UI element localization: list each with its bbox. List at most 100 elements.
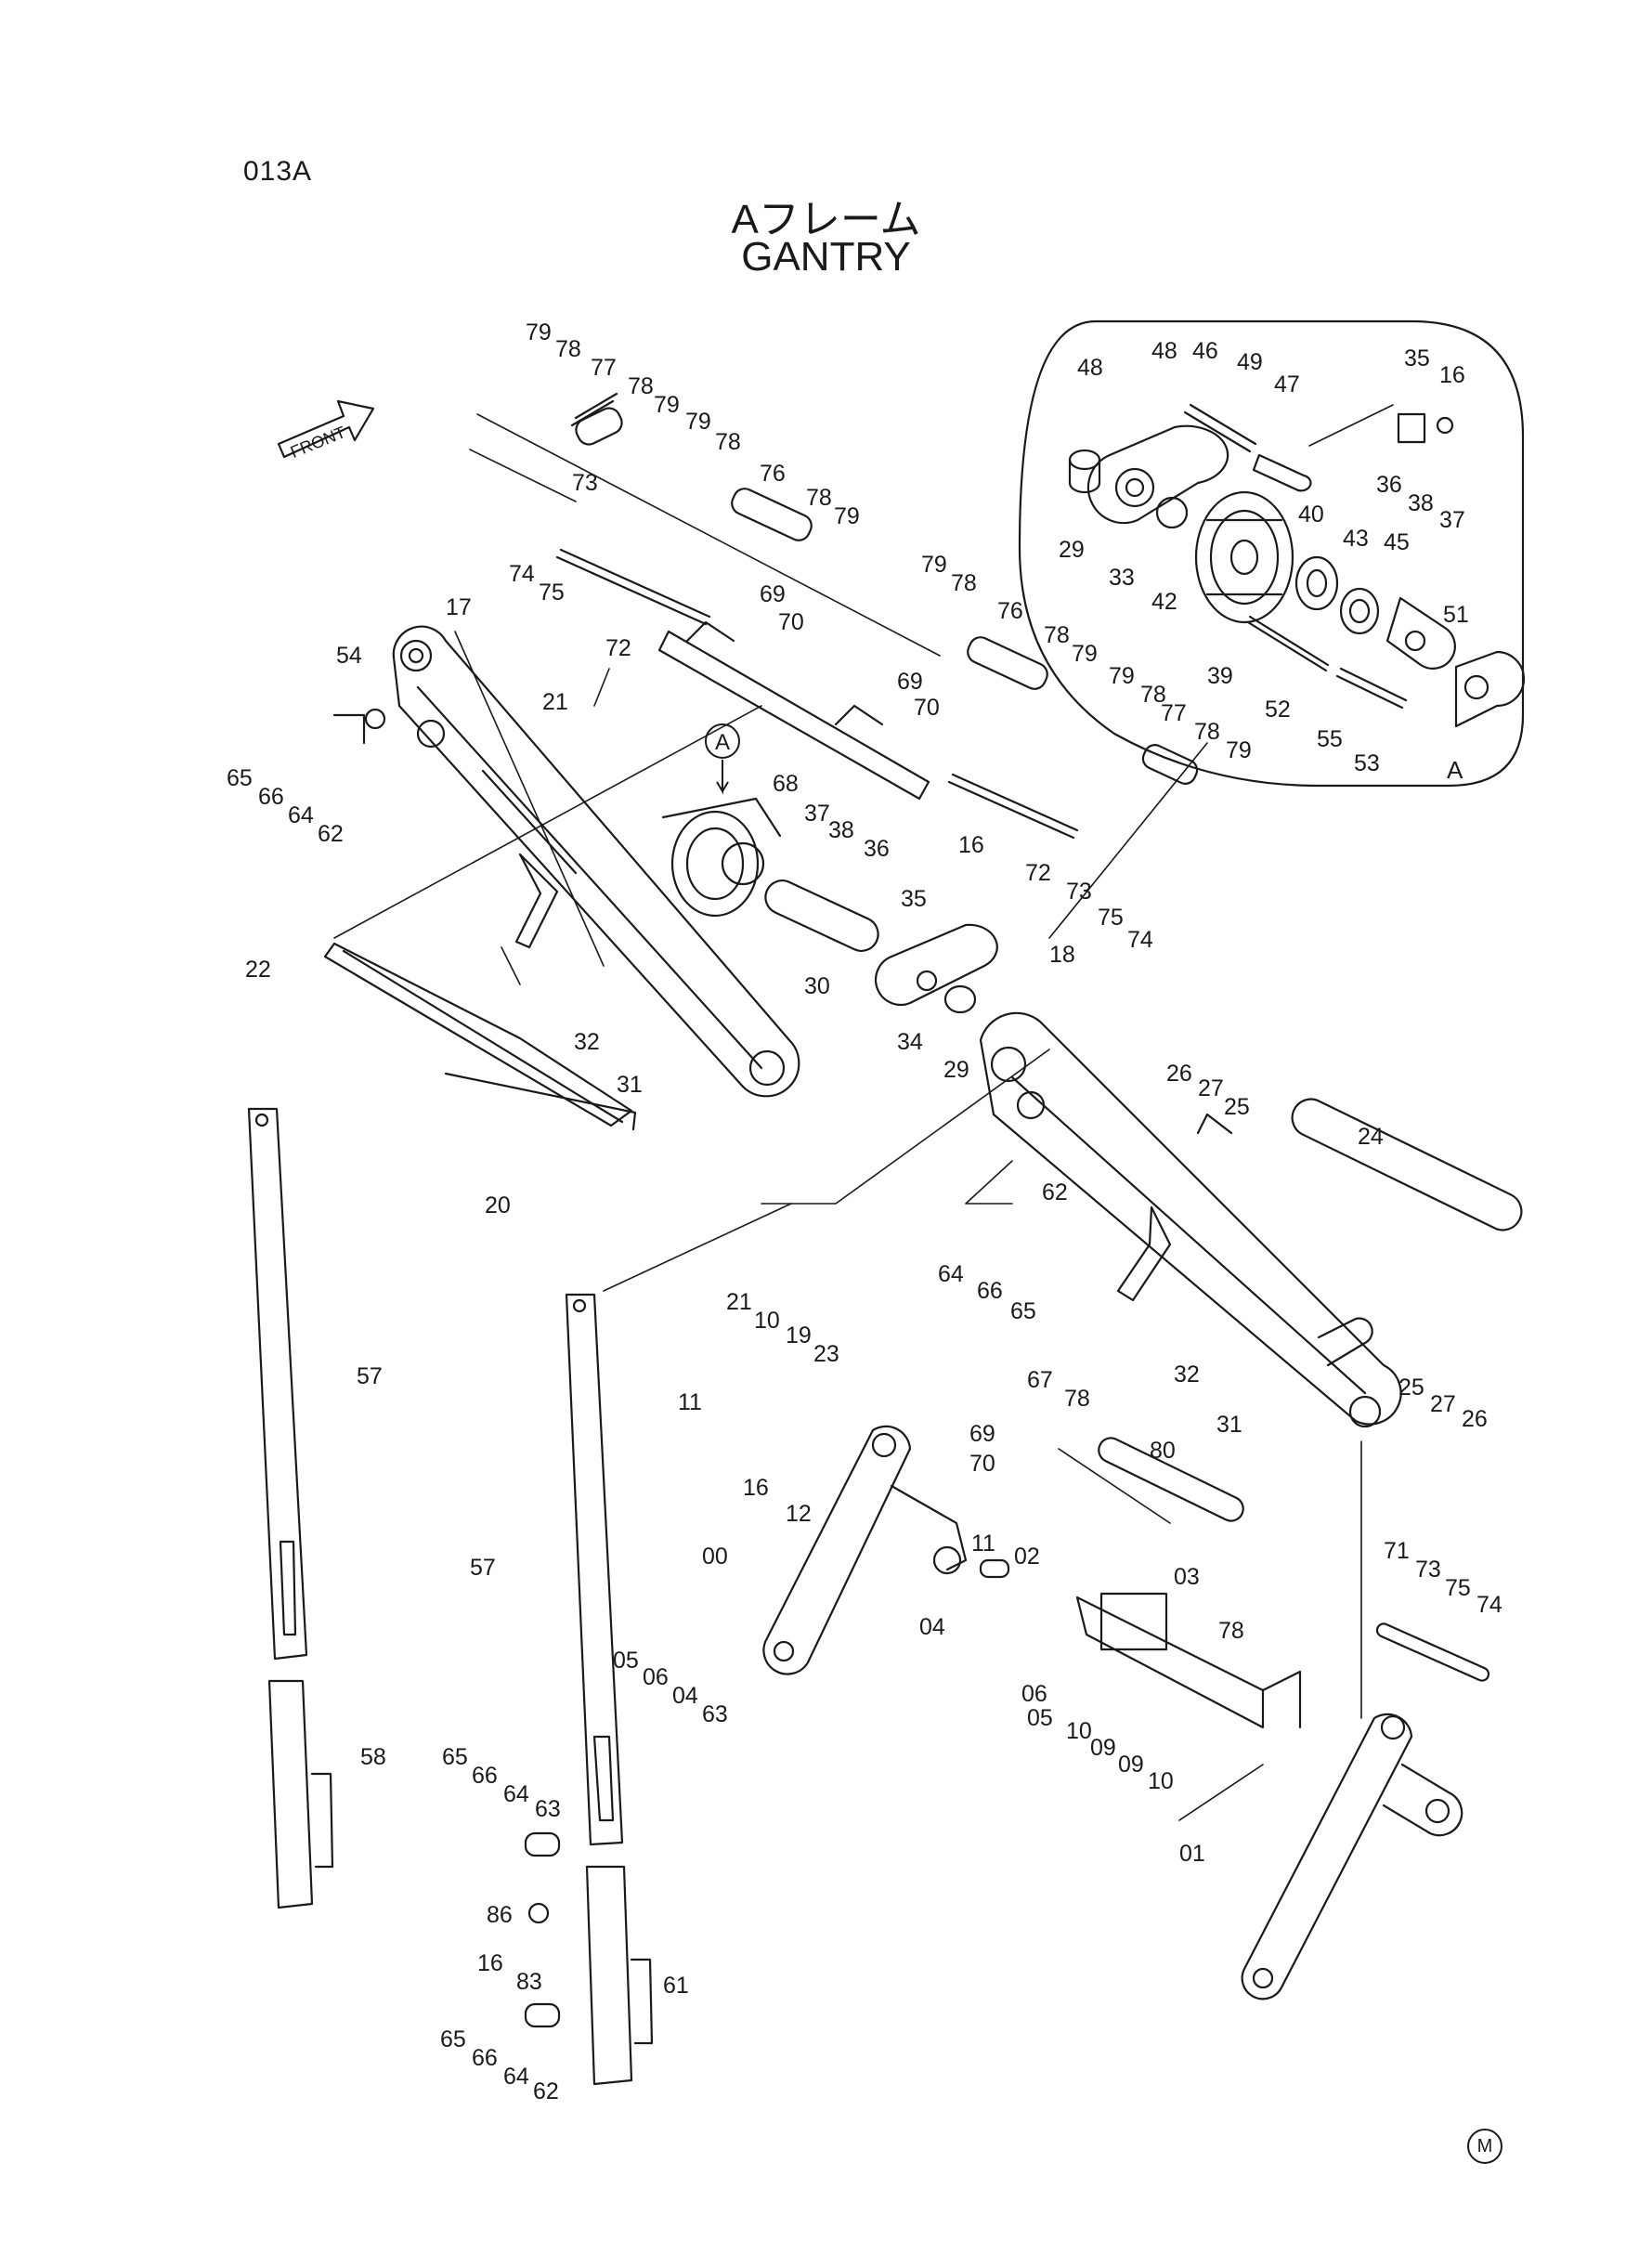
callout-c80: 64 xyxy=(938,1261,964,1287)
callout-c54: 40 xyxy=(1298,502,1324,528)
callout-c89: 16 xyxy=(743,1475,769,1501)
callout-c50: 37 xyxy=(1439,507,1465,533)
callout-c68: 34 xyxy=(897,1029,923,1055)
callout-c124: 66 xyxy=(472,1763,498,1789)
callout-c83: 57 xyxy=(357,1363,383,1389)
callout-c40: 74 xyxy=(1127,927,1153,953)
callout-c78: 24 xyxy=(1358,1124,1384,1150)
callout-c4: 78 xyxy=(628,373,654,399)
callout-c81: 66 xyxy=(977,1278,1003,1304)
callout-c128: 86 xyxy=(487,1902,513,1928)
callout-c41: 48 xyxy=(1077,355,1103,381)
svg-text:A: A xyxy=(1447,756,1463,784)
callout-c11: 73 xyxy=(572,470,598,496)
callout-c24: 68 xyxy=(773,771,799,797)
callout-c64: 36 xyxy=(864,836,890,862)
callout-c106: 71 xyxy=(1384,1538,1410,1564)
callout-c9: 78 xyxy=(806,485,832,511)
links-57-58-61 xyxy=(247,1107,654,2086)
callout-c117: 05 xyxy=(1027,1705,1053,1731)
callout-c129: 16 xyxy=(477,1950,503,1976)
callout-c125: 64 xyxy=(503,1781,529,1807)
callout-c23: 62 xyxy=(318,821,344,847)
callout-c49: 38 xyxy=(1408,490,1434,516)
callout-c63: 38 xyxy=(828,817,854,843)
callout-c3: 77 xyxy=(591,355,617,381)
callout-c19: 21 xyxy=(542,689,568,715)
callout-c58: 52 xyxy=(1265,697,1291,723)
callout-c43: 46 xyxy=(1192,338,1218,364)
callout-c95: 80 xyxy=(1150,1438,1176,1464)
callout-c121: 10 xyxy=(1148,1768,1174,1794)
callout-c131: 61 xyxy=(663,1973,689,1999)
callout-c73: 20 xyxy=(485,1192,511,1218)
callout-c88: 11 xyxy=(678,1389,702,1415)
callout-c47: 16 xyxy=(1439,362,1465,388)
callout-c105: 78 xyxy=(1218,1618,1244,1644)
callout-c31: 70 xyxy=(914,695,940,721)
callout-c33: 78 xyxy=(1140,682,1166,708)
callout-c130: 83 xyxy=(516,1969,542,1995)
svg-text:FRONT: FRONT xyxy=(288,423,348,462)
callout-c107: 73 xyxy=(1415,1557,1441,1583)
callout-c6: 79 xyxy=(685,409,711,435)
callout-c21: 66 xyxy=(258,784,284,810)
callout-c108: 75 xyxy=(1445,1575,1471,1601)
callout-c56: 45 xyxy=(1384,529,1410,555)
callout-c22: 64 xyxy=(288,802,314,828)
callout-c61: 53 xyxy=(1354,750,1380,776)
callout-c79: 62 xyxy=(1042,1179,1068,1205)
detail-a-parts xyxy=(1068,403,1526,728)
upper-shaft-group xyxy=(555,392,1199,840)
callout-c84: 21 xyxy=(726,1289,752,1315)
callout-c98: 25 xyxy=(1398,1375,1424,1401)
callout-c35: 78 xyxy=(1194,719,1220,745)
detail-a-enclosure xyxy=(1018,319,1525,788)
callout-c55: 43 xyxy=(1343,526,1369,552)
callout-c100: 26 xyxy=(1462,1406,1488,1432)
frame-17-assembly xyxy=(323,625,800,1131)
callout-c70: 22 xyxy=(245,957,271,983)
callout-c10: 79 xyxy=(834,503,860,529)
callout-c34: 77 xyxy=(1161,700,1187,726)
callout-c16: 72 xyxy=(605,635,631,661)
callout-c1: 79 xyxy=(526,319,552,345)
callout-c96: 32 xyxy=(1174,1362,1200,1388)
callout-c85: 10 xyxy=(754,1308,780,1334)
callout-c127: 01 xyxy=(1179,1841,1205,1867)
callout-c38: 73 xyxy=(1066,879,1092,905)
front-arrow-icon: FRONT xyxy=(277,399,375,462)
callout-c94: 70 xyxy=(969,1451,995,1477)
callout-c76: 27 xyxy=(1198,1075,1224,1101)
callout-c74: 18 xyxy=(1049,942,1075,968)
callout-c132: 65 xyxy=(440,2026,466,2052)
callout-c72: 31 xyxy=(617,1072,643,1098)
callout-c14: 69 xyxy=(760,581,786,607)
callout-c87: 23 xyxy=(813,1341,839,1367)
callout-c103: 11 xyxy=(971,1531,995,1557)
callout-c90: 12 xyxy=(786,1501,812,1527)
callout-c20: 65 xyxy=(227,765,253,791)
callout-c66: 35 xyxy=(901,886,927,912)
callout-c111: 05 xyxy=(613,1648,639,1674)
callout-c104: 02 xyxy=(1014,1544,1040,1570)
callout-c60: 51 xyxy=(1443,602,1469,628)
callout-c92: 78 xyxy=(1064,1386,1090,1412)
callout-c7: 78 xyxy=(715,429,741,455)
callout-c113: 04 xyxy=(672,1683,698,1709)
lower-frame-assembly xyxy=(762,1425,1490,2000)
callout-c77: 25 xyxy=(1224,1094,1250,1120)
callout-c8: 76 xyxy=(760,461,786,487)
callout-c18: 54 xyxy=(336,643,362,669)
callout-c46: 35 xyxy=(1404,345,1430,371)
callout-c112: 06 xyxy=(643,1664,669,1690)
callout-c116: 06 xyxy=(1021,1681,1047,1707)
callout-c122: 58 xyxy=(360,1744,386,1770)
callout-c17: 17 xyxy=(446,594,472,620)
callout-c93: 69 xyxy=(969,1421,995,1447)
pulley-a-assembly xyxy=(661,797,998,1014)
callout-c114: 63 xyxy=(702,1701,728,1727)
callout-c39: 75 xyxy=(1098,905,1124,931)
